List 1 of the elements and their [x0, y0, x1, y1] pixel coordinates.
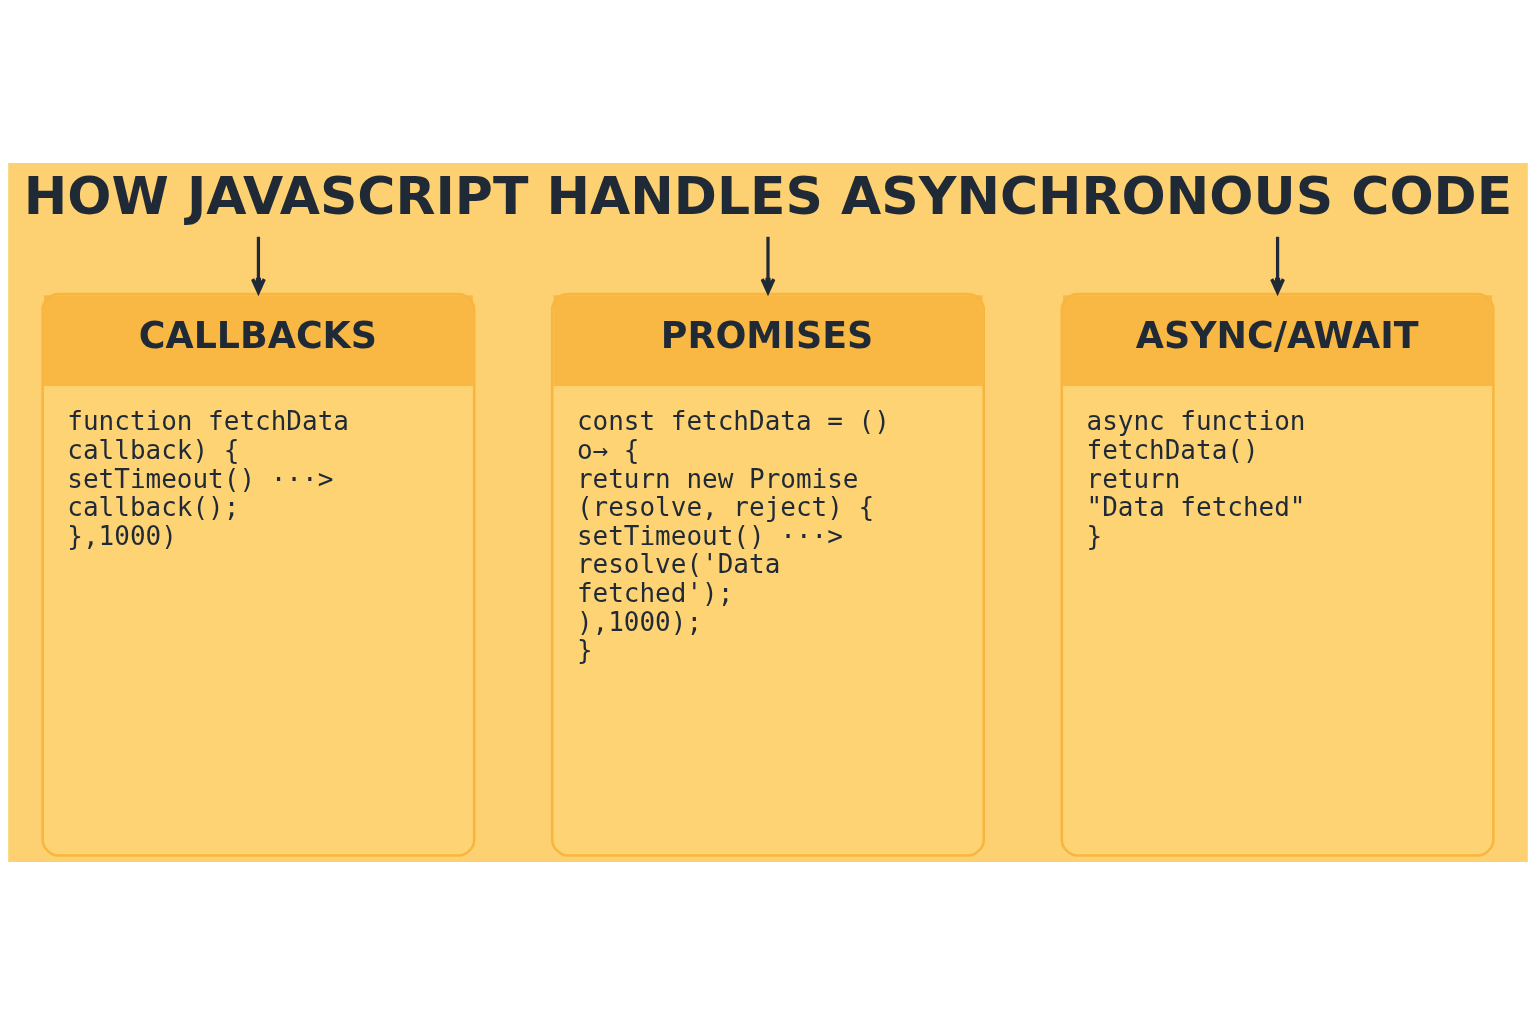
diagram-title: HOW JAVASCRIPT HANDLES ASYNCHRONOUS CODE: [23, 165, 1513, 226]
